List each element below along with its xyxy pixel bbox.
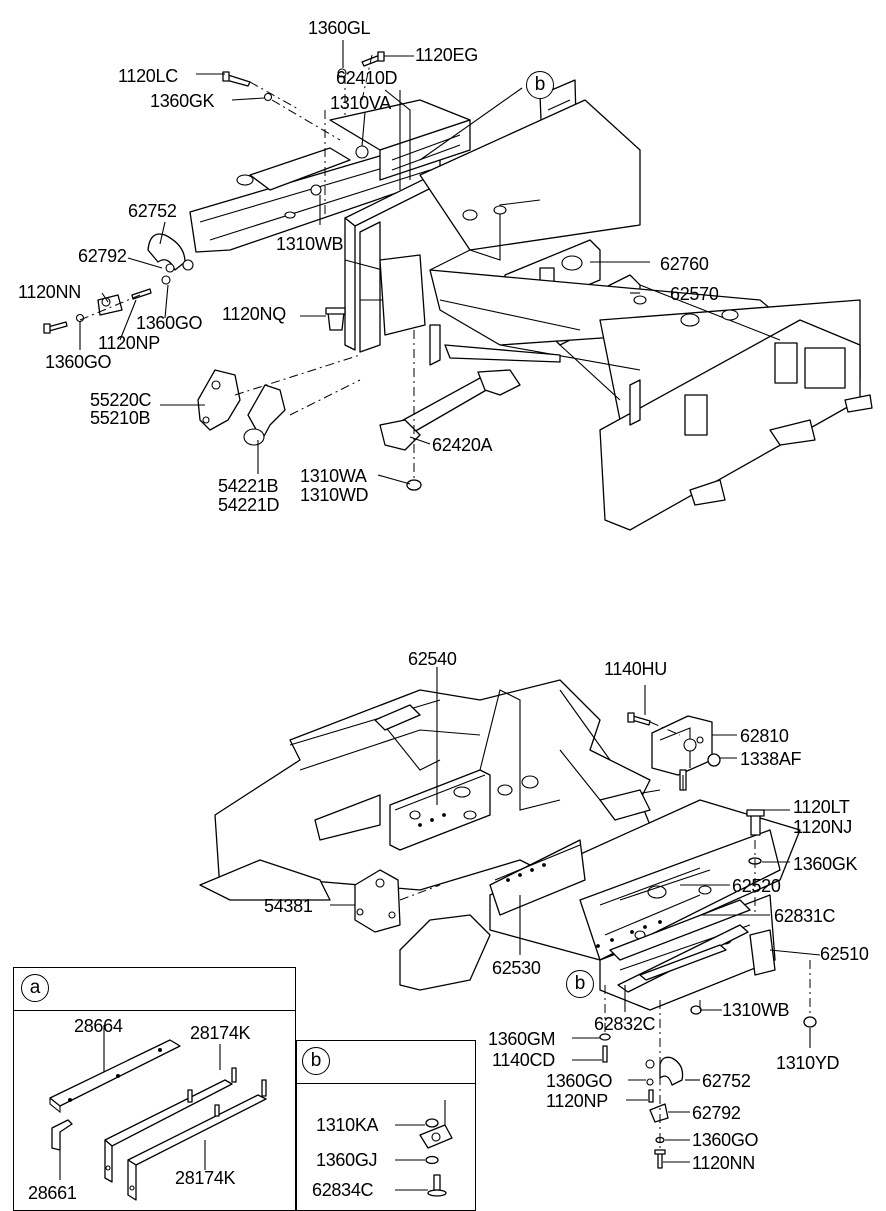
part-label-1310KA: 1310KA bbox=[316, 1115, 379, 1135]
part-label-1360GO: 1360GO bbox=[45, 352, 112, 372]
part-label-1120NQ: 1120NQ bbox=[222, 304, 286, 324]
callout-b-bottom: b bbox=[566, 970, 594, 998]
part-label-55210B: 55210B bbox=[90, 408, 151, 428]
top-leader-lines bbox=[79, 40, 650, 485]
callout-b-top: b bbox=[526, 71, 554, 99]
part-label-28664: 28664 bbox=[74, 1016, 123, 1036]
part-label-62752: 62752 bbox=[128, 201, 177, 221]
part-label-54381: 54381 bbox=[264, 896, 313, 916]
part-label-62570: 62570 bbox=[670, 284, 719, 304]
part-label-62410D: 62410D bbox=[336, 68, 398, 88]
inset-b-parts bbox=[395, 1100, 453, 1197]
part-label-1310WD: 1310WD bbox=[300, 485, 369, 505]
part-label-28661: 28661 bbox=[28, 1183, 77, 1203]
inset-a-box bbox=[13, 967, 296, 1211]
bolt-1120EG bbox=[361, 51, 385, 67]
bolt-1120LC bbox=[222, 71, 251, 87]
bottom-leader-lines bbox=[330, 667, 821, 1163]
part-label-1310VA: 1310VA bbox=[330, 93, 391, 113]
part-label-1120NN: 1120NN bbox=[18, 282, 81, 302]
part-label-62831C: 62831C bbox=[774, 906, 836, 926]
inset-a-divider bbox=[13, 1010, 296, 1011]
part-label-62540: 62540 bbox=[408, 649, 457, 669]
part-label-55220C: 55220C bbox=[90, 390, 152, 410]
part-label-1310WB: 1310WB bbox=[276, 234, 344, 254]
part-label-1120NP: 1120NP bbox=[546, 1091, 608, 1111]
inset-a-parts bbox=[49, 1025, 267, 1201]
part-label-62792: 62792 bbox=[692, 1103, 741, 1123]
part-label-1310WA: 1310WA bbox=[300, 466, 367, 486]
part-label-1360GO: 1360GO bbox=[546, 1071, 613, 1091]
part-label-1120NJ: 1120NJ bbox=[793, 817, 852, 837]
part-label-28174K: 28174K bbox=[175, 1168, 236, 1188]
part-label-28174K: 28174K bbox=[190, 1023, 251, 1043]
part-label-1360GO: 1360GO bbox=[136, 313, 203, 333]
part-label-62792: 62792 bbox=[78, 246, 127, 266]
part-label-62810: 62810 bbox=[740, 726, 789, 746]
part-label-62510: 62510 bbox=[820, 944, 869, 964]
part-label-1140HU: 1140HU bbox=[604, 659, 667, 679]
part-label-1310YD: 1310YD bbox=[776, 1053, 840, 1073]
inset-b-divider bbox=[296, 1083, 476, 1084]
inset-a-letter: a bbox=[21, 974, 49, 1002]
part-label-54221D: 54221D bbox=[218, 495, 280, 515]
part-label-1338AF: 1338AF bbox=[740, 749, 802, 769]
part-label-1120EG: 1120EG bbox=[415, 45, 478, 65]
bolt-1120NN-top bbox=[43, 321, 68, 334]
part-label-54221B: 54221B bbox=[218, 476, 279, 496]
part-label-62420A: 62420A bbox=[432, 435, 493, 455]
part-label-1360GJ: 1360GJ bbox=[316, 1150, 378, 1170]
part-label-1360GO: 1360GO bbox=[692, 1130, 759, 1150]
part-label-1360GM: 1360GM bbox=[488, 1029, 556, 1049]
part-label-1120LT: 1120LT bbox=[793, 797, 850, 817]
part-label-1360GL: 1360GL bbox=[308, 18, 371, 38]
front-frame-assembly bbox=[43, 51, 873, 531]
inset-b-letter: b bbox=[302, 1047, 330, 1075]
part-label-62520: 62520 bbox=[732, 876, 781, 896]
part-label-62834C: 62834C bbox=[312, 1180, 374, 1200]
part-label-1120LC: 1120LC bbox=[118, 66, 178, 86]
part-label-62832C: 62832C bbox=[594, 1014, 656, 1034]
part-label-1140CD: 1140CD bbox=[492, 1050, 555, 1070]
part-label-1120NN: 1120NN bbox=[692, 1153, 755, 1173]
part-label-62530: 62530 bbox=[492, 958, 541, 978]
part-label-1360GK: 1360GK bbox=[150, 91, 215, 111]
part-label-62760: 62760 bbox=[660, 254, 709, 274]
part-label-1120NP: 1120NP bbox=[98, 333, 160, 353]
bolt-1120NQ bbox=[325, 307, 346, 331]
part-label-62752: 62752 bbox=[702, 1071, 751, 1091]
part-label-1310WB: 1310WB bbox=[722, 1000, 790, 1020]
part-label-1360GK: 1360GK bbox=[793, 854, 858, 874]
